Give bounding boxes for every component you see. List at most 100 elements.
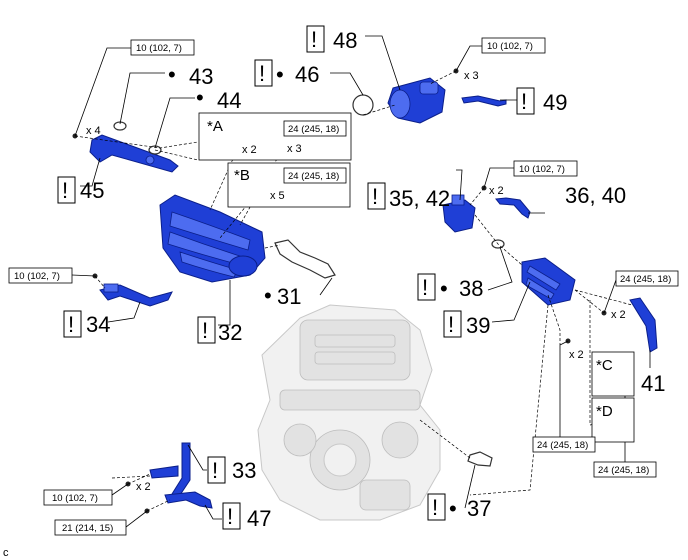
svg-text:!: !	[259, 61, 265, 86]
quantity-labels: x 4 x 3 x 2 x 2 x 2 x 2	[86, 70, 626, 493]
callout-31: • 31	[264, 283, 301, 309]
svg-text:38: 38	[459, 276, 483, 301]
illustration-code: c	[3, 547, 9, 559]
torque-spec-top-right: 10 (102, 7)	[481, 37, 546, 54]
torque-spec-box-b: 24 (245, 18)	[283, 167, 347, 184]
callout-38: ! • 38	[417, 273, 483, 301]
svg-text:24 (245, 18): 24 (245, 18)	[537, 440, 588, 451]
svg-text:37: 37	[467, 496, 491, 521]
torque-spec-bottom-left-b: 21 (214, 15)	[54, 519, 127, 536]
egr-pipe-lower	[629, 297, 658, 353]
callout-37: ! • 37	[427, 493, 491, 521]
svg-text:35, 42: 35, 42	[389, 186, 450, 211]
svg-text:39: 39	[466, 313, 490, 338]
svg-text:10 (102, 7): 10 (102, 7)	[136, 43, 182, 54]
ref-b-label: *B	[234, 167, 250, 184]
svg-text:!: !	[212, 458, 218, 483]
svg-text:32: 32	[218, 320, 242, 345]
qty-x2-a: x 2	[242, 144, 257, 156]
svg-text:!: !	[422, 275, 428, 300]
svg-text:10 (102, 7): 10 (102, 7)	[487, 41, 533, 52]
callout-32: ! 32	[197, 316, 242, 345]
svg-text:24 (245, 18): 24 (245, 18)	[598, 465, 649, 476]
torque-spec-bottom-right: 24 (245, 18)	[593, 461, 657, 478]
svg-text:!: !	[521, 89, 527, 114]
svg-text:21 (214, 15): 21 (214, 15)	[62, 523, 113, 534]
callout-36-40: 36, 40	[565, 183, 626, 208]
svg-text:•: •	[264, 283, 272, 308]
throttle-gasket	[352, 94, 374, 116]
svg-text:!: !	[68, 312, 74, 337]
qty-x3-top: x 3	[464, 70, 479, 82]
torque-spec-bottom-left-a: 10 (102, 7)	[43, 489, 113, 506]
svg-text:45: 45	[80, 178, 104, 203]
svg-text:•: •	[168, 62, 176, 87]
svg-text:!: !	[202, 318, 208, 343]
callout-46: ! • 46	[254, 59, 319, 87]
qty-x2-bottom-left: x 2	[136, 481, 151, 493]
gasket-37	[467, 451, 493, 467]
svg-text:33: 33	[232, 458, 256, 483]
svg-text:•: •	[440, 276, 448, 301]
reference-box-c: *C	[591, 351, 635, 397]
ref-d-label: *D	[596, 403, 613, 420]
ref-a-label: *A	[207, 118, 223, 135]
reference-box-a: *A x 2 x 3	[198, 112, 352, 161]
callout-34: ! 34	[63, 310, 110, 338]
callout-44: • 44	[196, 85, 241, 113]
svg-text:10 (102, 7): 10 (102, 7)	[14, 271, 60, 282]
throttle-hose	[461, 95, 507, 107]
svg-text:43: 43	[189, 64, 213, 89]
torque-spec-right-mid: 10 (102, 7)	[513, 160, 578, 177]
callout-41: 41	[641, 371, 665, 396]
svg-text:31: 31	[277, 284, 301, 309]
svg-text:!: !	[372, 184, 378, 209]
callout-35-42: ! 35, 42	[367, 182, 450, 211]
ref-c-label: *C	[596, 357, 613, 374]
svg-text:•: •	[449, 496, 457, 521]
svg-text:36, 40: 36, 40	[565, 183, 626, 208]
gasket-38	[491, 239, 505, 249]
qty-x2-right: x 2	[611, 309, 626, 321]
callout-45: ! 45	[57, 176, 104, 204]
torque-spec-right-upper: 24 (245, 18)	[615, 270, 679, 287]
reference-box-d: *D	[591, 397, 635, 443]
callout-33: ! 33	[207, 456, 256, 484]
torque-spec-box-a: 24 (245, 18)	[283, 120, 347, 137]
svg-text:48: 48	[333, 28, 357, 53]
svg-text:!: !	[448, 312, 454, 337]
egr-valve	[442, 194, 476, 233]
water-bypass-pipe	[99, 283, 173, 307]
svg-text:41: 41	[641, 371, 665, 396]
svg-text:46: 46	[295, 62, 319, 87]
callout-39: ! 39	[443, 310, 490, 338]
fuel-delivery-bracket	[89, 134, 179, 173]
qty-x2-mid: x 2	[489, 185, 504, 197]
qty-x5-b: x 5	[270, 190, 285, 202]
o-ring-44	[148, 145, 162, 155]
svg-text:•: •	[196, 85, 204, 110]
intake-manifold	[159, 194, 266, 283]
intake-gasket	[274, 239, 336, 279]
svg-text:44: 44	[217, 88, 241, 113]
qty-x2-bottom: x 2	[569, 349, 584, 361]
lower-bracket	[149, 442, 213, 509]
callout-48: ! 48	[306, 25, 357, 53]
throttle-body	[387, 77, 446, 124]
callout-43: • 43	[168, 62, 213, 89]
torque-spec-left-mid: 10 (102, 7)	[8, 267, 73, 284]
qty-x4: x 4	[86, 125, 101, 137]
callout-49: ! 49	[516, 87, 567, 115]
egr-pipe-upper	[495, 197, 531, 219]
svg-text:34: 34	[86, 312, 110, 337]
svg-text:24 (245, 18): 24 (245, 18)	[620, 274, 671, 285]
svg-text:!: !	[227, 504, 233, 529]
engine-illustration	[257, 304, 441, 521]
svg-text:24 (245, 18): 24 (245, 18)	[288, 124, 339, 135]
torque-spec-top-left: 10 (102, 7)	[130, 39, 195, 56]
dashed-assembly-lines	[74, 70, 633, 512]
torque-spec-bottom-mid: 24 (245, 18)	[532, 436, 596, 453]
svg-text:!: !	[62, 178, 68, 203]
egr-cooler	[521, 257, 576, 306]
